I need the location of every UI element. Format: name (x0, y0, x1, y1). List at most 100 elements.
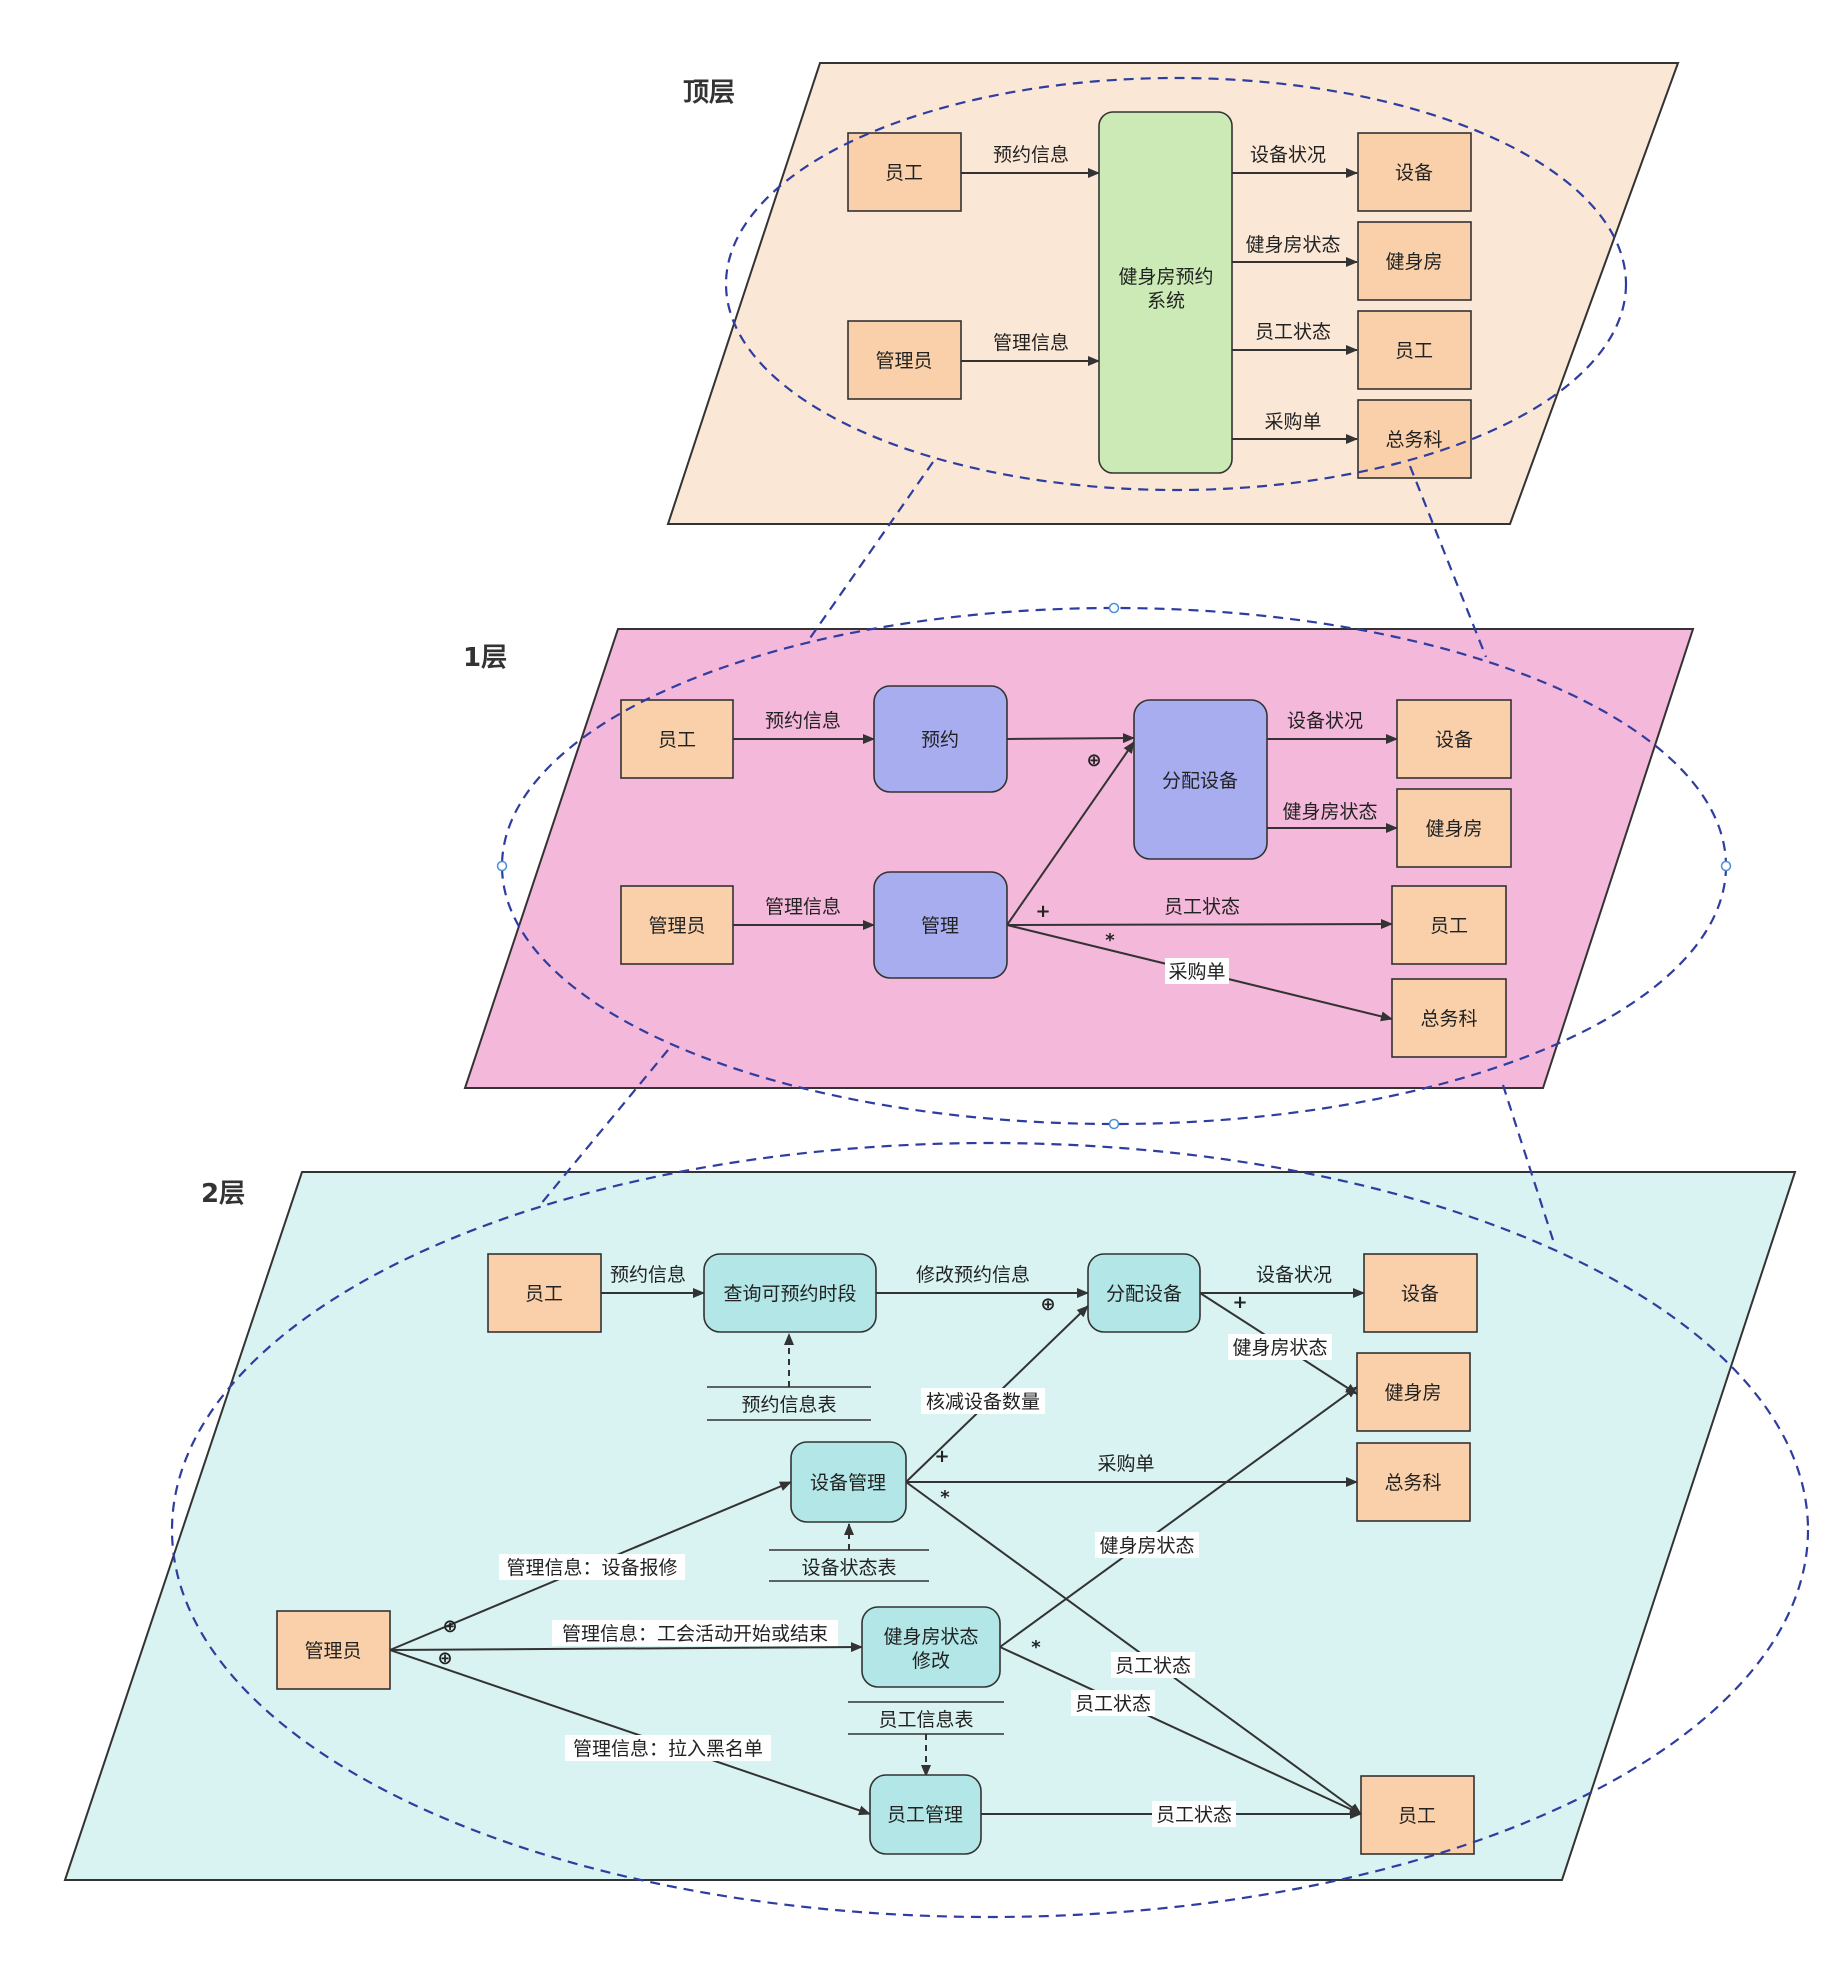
l2-node-equipment-box (1363, 1253, 1478, 1333)
top-label-equipment-status: 设备状况 (1250, 144, 1326, 166)
l1-label-purchase-order: 采购单 (1168, 961, 1225, 983)
l2-node-employee-out: 员工 (1398, 1805, 1436, 1827)
layer1: ⊕ + * 预约信息 管理信息 设备状况 健身房状态 员工状态 采购单 员工 管… (620, 685, 1512, 1058)
top-node-system-box (1098, 111, 1233, 474)
ellipse-handle-bottom[interactable] (1108, 1118, 1120, 1130)
l1-edge-booking-to-allocate (1006, 733, 1135, 744)
l2-node-query: 查询可预约时段 (723, 1283, 856, 1305)
top-layer: 预约信息 管理信息 设备状况 健身房状态 员工状态 采购单 员工 管理员 健身房… (847, 111, 1472, 479)
l2-node-employee-out-box (1360, 1775, 1475, 1855)
l2-node-gym-status-edit-box (861, 1606, 1001, 1688)
l2-label-employee-status-2: 员工状态 (1075, 1693, 1151, 1715)
layer2: 预约信息表 设备状态表 员工信息表 ⊕ + + * ⊕ ⊕ * 预约 (276, 1253, 1478, 1855)
top-node-employee: 员工 (885, 162, 923, 184)
l2-edge-gym-edit-to-gym (999, 1386, 1358, 1648)
top-layer-title: 顶层 (683, 78, 735, 108)
l2-label-repair-bg (499, 1554, 685, 1580)
l2-label-employee-status-1: 员工状态 (1115, 1655, 1191, 1677)
top-node-gym-box (1357, 221, 1472, 301)
l2-store-employee-table: 员工信息表 (878, 1709, 973, 1731)
l2-node-employee-manage: 员工管理 (887, 1804, 963, 1826)
l2-node-allocate-box (1087, 1253, 1201, 1333)
top-node-general-affairs-box (1357, 399, 1472, 479)
top-node-gym: 健身房 (1385, 251, 1442, 273)
l1-mark-star: * (1105, 930, 1115, 951)
ellipse-handle-left[interactable] (496, 860, 508, 872)
l2-label-modify-booking: 修改预约信息 (916, 1264, 1030, 1286)
l1-node-gym-box (1396, 788, 1512, 868)
l1-node-general-affairs: 总务科 (1420, 1008, 1477, 1030)
l2-edge-gym-edit-to-employee (999, 1646, 1362, 1815)
l2-label-equipment-status: 设备状况 (1256, 1264, 1332, 1286)
l2-label-purchase-order: 采购单 (1097, 1453, 1154, 1475)
l1-node-manage: 管理 (921, 915, 959, 937)
l2-node-gym: 健身房 (1384, 1382, 1441, 1404)
l2-label-employee-status-1-bg (1111, 1652, 1195, 1678)
l2-label-gym-status-1-bg (1228, 1334, 1332, 1360)
top-node-equipment-box (1357, 132, 1472, 212)
l1-label-booking-info: 预约信息 (765, 710, 841, 732)
l2-store-equipment-table: 设备状态表 (801, 1557, 896, 1579)
top-label-booking-info: 预约信息 (993, 144, 1069, 166)
l1-node-employee-out-box (1391, 885, 1507, 965)
l2-node-admin-box (276, 1610, 391, 1690)
l2-mark-xor-allocate: ⊕ (1040, 1294, 1055, 1315)
ellipse-handle-top[interactable] (1108, 602, 1120, 614)
l2-mark-xor-admin-1: ⊕ (442, 1616, 457, 1637)
top-layer-ellipse (724, 76, 1628, 492)
l2-label-gym-status-2: 健身房状态 (1099, 1535, 1194, 1557)
l2-node-admin: 管理员 (304, 1640, 361, 1662)
top-node-admin: 管理员 (875, 350, 932, 372)
l1-node-admin: 管理员 (648, 915, 705, 937)
l2-label-employee-status-2-bg (1071, 1690, 1155, 1716)
connector-top-right (1408, 465, 1488, 658)
l2-store-booking-table: 预约信息表 (741, 1394, 836, 1416)
l2-mark-star-manage: * (940, 1487, 950, 1508)
l2-label-gym-status-1: 健身房状态 (1232, 1337, 1327, 1359)
l2-label-booking-info: 预约信息 (610, 1264, 686, 1286)
l2-node-general-affairs-box (1356, 1442, 1471, 1522)
layer1-title: 1层 (463, 643, 507, 673)
l2-label-union-activity: 管理信息：工会活动开始或结束 (562, 1623, 828, 1645)
l1-node-gym: 健身房 (1425, 818, 1482, 840)
l2-label-blacklist: 管理信息：拉入黑名单 (573, 1738, 763, 1760)
l2-node-query-box (703, 1253, 877, 1333)
text-line: 系统 (1147, 290, 1185, 312)
l1-mark-plus: + (1035, 901, 1050, 922)
l1-node-manage-box (873, 871, 1008, 979)
l1-node-booking-box (873, 685, 1008, 793)
l2-label-employee-status-3: 员工状态 (1156, 1804, 1232, 1826)
l2-node-gym-box (1356, 1352, 1471, 1432)
top-node-general-affairs: 总务科 (1385, 429, 1442, 451)
connector-top-left (807, 461, 934, 642)
l1-node-general-affairs-box (1391, 978, 1507, 1058)
top-label-gym-status: 健身房状态 (1245, 234, 1340, 256)
l1-node-equipment-box (1396, 699, 1512, 779)
top-label-admin-info: 管理信息 (993, 332, 1069, 354)
l2-mark-xor-admin-2: ⊕ (437, 1648, 452, 1669)
layer2-title: 2层 (201, 1179, 245, 1209)
l2-label-reduce-equipment: 核减设备数量 (926, 1391, 1040, 1413)
l2-label-gym-status-2-bg (1095, 1532, 1199, 1558)
l2-label-reduce-bg (921, 1388, 1045, 1414)
l2-mark-star-gym-edit: * (1031, 1637, 1041, 1658)
ellipse-handle-right[interactable] (1720, 860, 1732, 872)
l2-edge-manage-to-employee (905, 1481, 1362, 1815)
l1-label-purchase-bg (1165, 958, 1229, 984)
l2-label-union-bg (552, 1620, 838, 1646)
l2-node-allocate: 分配设备 (1106, 1283, 1182, 1305)
l1-edge-manage-to-allocate (1006, 741, 1135, 926)
layer2-ellipse (170, 1141, 1810, 1919)
l2-node-employee-box (487, 1253, 602, 1333)
decomposition-guides (170, 76, 1810, 1919)
l1-label-admin-info: 管理信息 (765, 896, 841, 918)
top-node-employee-box (847, 132, 962, 212)
l1-node-equipment: 设备 (1435, 729, 1473, 751)
l1-mark-xor: ⊕ (1086, 750, 1101, 771)
l1-node-employee-box (620, 699, 734, 779)
top-node-system: 健身房预约系统 (1118, 266, 1213, 312)
l2-edge-blacklist (389, 1649, 871, 1816)
l2-label-repair: 管理信息：设备报修 (506, 1557, 677, 1579)
l2-node-employee: 员工 (525, 1283, 563, 1305)
